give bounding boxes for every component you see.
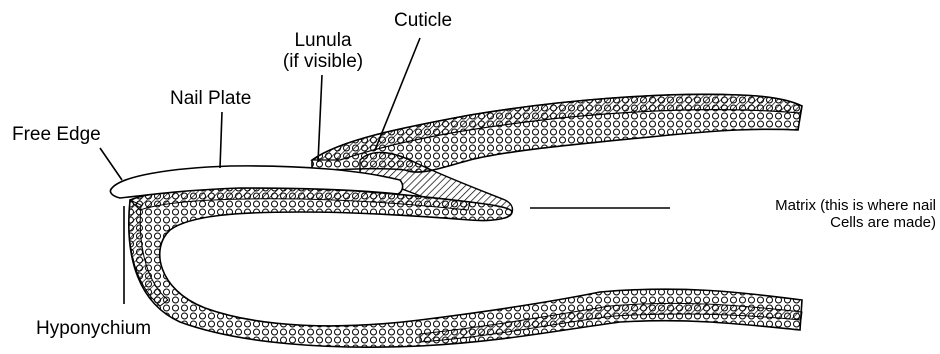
- lunula-label-line2: (if visible): [258, 51, 388, 72]
- matrix-label: Matrix (this is where nail Cells are mad…: [640, 198, 936, 232]
- free-edge-leader: [100, 148, 122, 180]
- hyponychium-label: Hyponychium: [36, 318, 151, 339]
- lunula-label-line1: Lunula: [258, 30, 388, 51]
- free-edge-label: Free Edge: [12, 124, 101, 145]
- lunula-label: Lunula (if visible): [258, 30, 388, 73]
- nail-plate-leader: [220, 112, 222, 168]
- lunula-leader: [318, 75, 322, 162]
- cuticle-label: Cuticle: [394, 10, 452, 31]
- matrix-label-line2: Cells are made): [640, 215, 936, 232]
- matrix-label-line1: Matrix (this is where nail: [640, 198, 936, 215]
- nail-plate-label: Nail Plate: [170, 88, 251, 109]
